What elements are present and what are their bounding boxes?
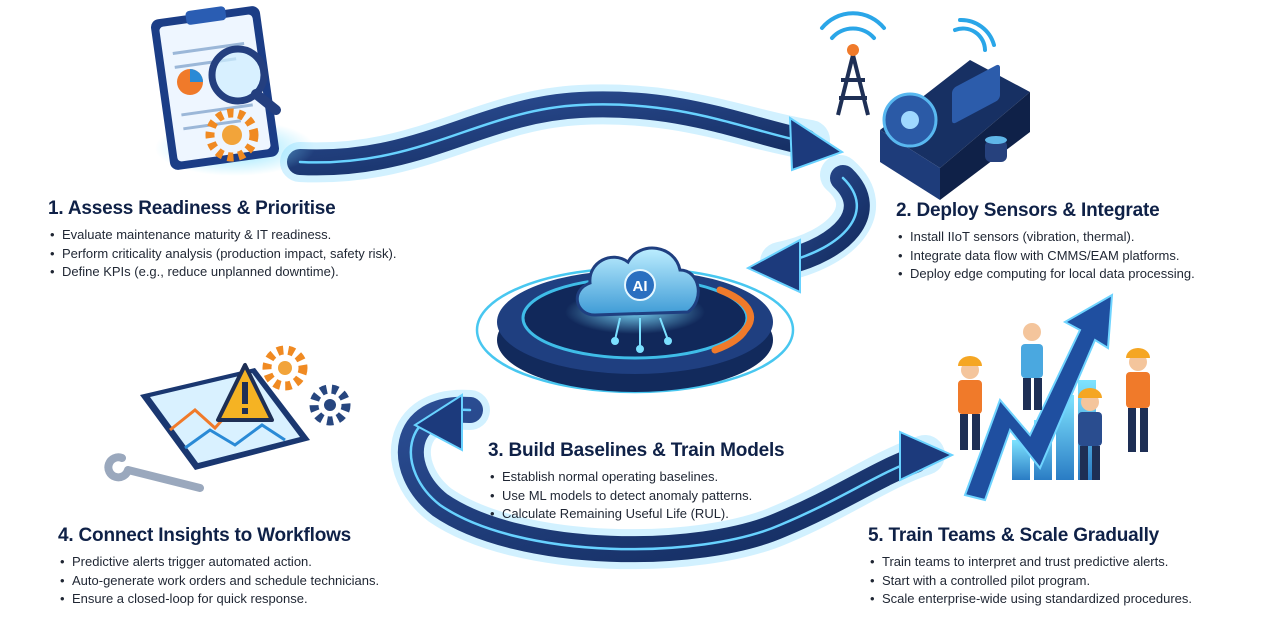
step-4-bullet: Auto-generate work orders and schedule t…	[58, 572, 379, 591]
ai-badge: AI	[633, 278, 648, 295]
step-3-build-baselines: 3. Build Baselines & Train Models Establ…	[488, 440, 785, 524]
step-2-title: 2. Deploy Sensors & Integrate	[896, 200, 1160, 221]
manager-figure-icon	[1021, 323, 1043, 410]
step-5-title: 5. Train Teams & Scale Gradually	[868, 525, 1160, 546]
step-1-bullets: Evaluate maintenance maturity & IT readi…	[48, 226, 396, 282]
step-4-connect-insights: 4. Connect Insights to Workflows Predict…	[58, 525, 379, 609]
step-2-bullets: Install IIoT sensors (vibration, thermal…	[896, 228, 1195, 284]
flow-arrowheads	[413, 116, 955, 482]
step-1-bullet: Perform criticality analysis (production…	[48, 245, 396, 264]
worker-figure-icon	[1126, 348, 1150, 452]
step-3-title: 3. Build Baselines & Train Models	[488, 440, 785, 461]
arrowhead-to-center	[745, 238, 801, 294]
ai-cloud-icon: AI	[575, 246, 700, 317]
worker-figure-icon	[958, 356, 982, 450]
growth-arrow-icon	[963, 293, 1114, 502]
step-1-bullet: Define KPIs (e.g., reduce unplanned down…	[48, 263, 396, 282]
arrowhead-left	[413, 393, 463, 452]
arrowhead-to-step2	[788, 116, 845, 172]
gear-icon	[309, 384, 351, 426]
wifi-waves-icon	[820, 11, 996, 52]
step-4-bullets: Predictive alerts trigger automated acti…	[58, 553, 379, 609]
step-3-bullet: Use ML models to detect anomaly patterns…	[488, 487, 784, 506]
step-2-bullet: Deploy edge computing for local data pro…	[896, 265, 1195, 284]
team-growth-arrow-icon	[958, 293, 1150, 502]
step-1-assess-readiness: 1. Assess Readiness & Prioritise Evaluat…	[48, 198, 396, 282]
step-2-bullet: Install IIoT sensors (vibration, thermal…	[896, 228, 1195, 247]
step-3-bullet: Calculate Remaining Useful Life (RUL).	[488, 505, 784, 524]
step-5-bullets: Train teams to interpret and trust predi…	[868, 553, 1192, 609]
gear-icon	[262, 345, 308, 391]
step-2-deploy-sensors: 2. Deploy Sensors & Integrate Install II…	[896, 200, 1195, 284]
wrench-icon	[104, 453, 204, 492]
step-1-title: 1. Assess Readiness & Prioritise	[48, 198, 336, 219]
arrowhead-to-step5	[899, 430, 955, 482]
step-4-title: 4. Connect Insights to Workflows	[58, 525, 352, 546]
step-2-bullet: Integrate data flow with CMMS/EAM platfo…	[896, 247, 1195, 266]
step-4-bullet: Predictive alerts trigger automated acti…	[58, 553, 379, 572]
flow-road	[280, 84, 945, 570]
sensor-tower-machine-icon	[820, 11, 1030, 200]
tablet-alert-gears-icon	[104, 345, 351, 492]
antenna-tower-icon	[836, 54, 870, 116]
step-5-bullet: Train teams to interpret and trust predi…	[868, 553, 1192, 572]
step-1-bullet: Evaluate maintenance maturity & IT readi…	[48, 226, 396, 245]
step-5-bullet: Start with a controlled pilot program.	[868, 572, 1192, 591]
step-5-bullet: Scale enterprise-wide using standardized…	[868, 590, 1192, 609]
clipboard-magnifier-gear-icon	[150, 6, 315, 176]
ai-cloud-platform-icon: AI	[475, 246, 795, 394]
step-4-bullet: Ensure a closed-loop for quick response.	[58, 590, 379, 609]
worker-figure-icon	[1078, 388, 1102, 480]
step-5-train-teams: 5. Train Teams & Scale Gradually Train t…	[868, 525, 1192, 609]
step-3-bullet: Establish normal operating baselines.	[488, 468, 784, 487]
step-3-bullets: Establish normal operating baselines. Us…	[488, 468, 784, 524]
